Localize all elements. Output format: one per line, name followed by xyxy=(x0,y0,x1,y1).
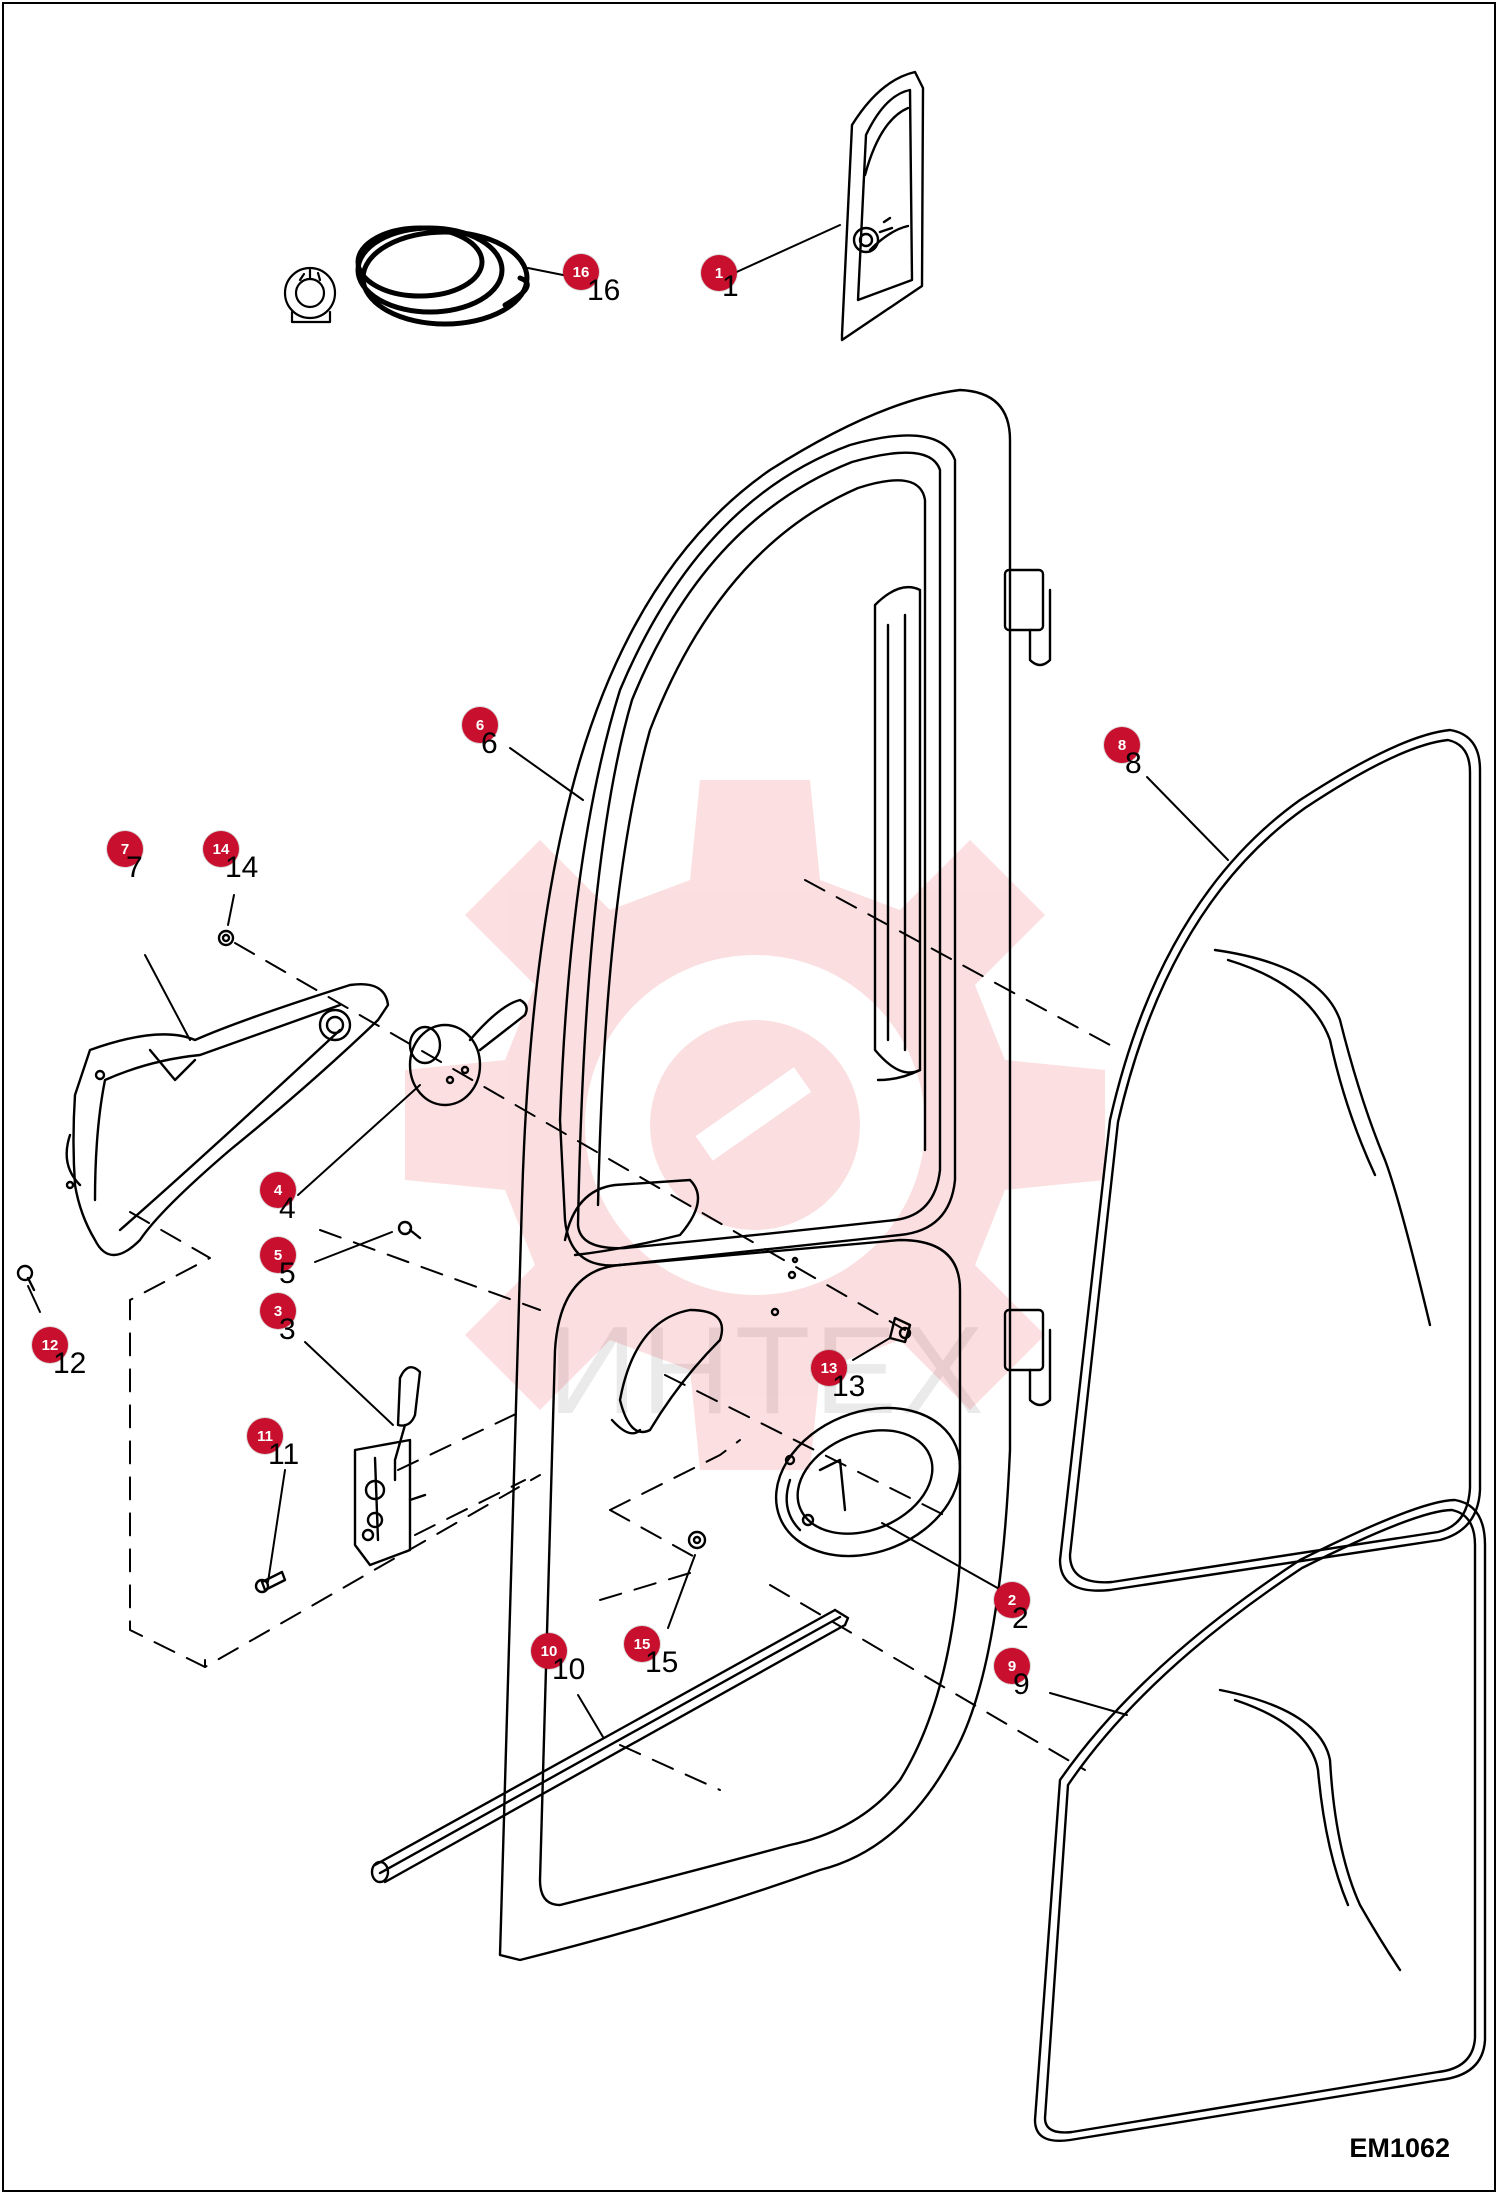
part-label-8: 8 xyxy=(1125,747,1142,780)
part-15-nut xyxy=(687,1530,707,1550)
callout-14: 14 xyxy=(203,831,239,867)
part-7-inner-trim-cover xyxy=(65,983,390,1257)
part-5-screw xyxy=(397,1220,422,1240)
callout-11: 11 xyxy=(247,1418,283,1454)
callout-3: 3 xyxy=(260,1293,296,1329)
callout-6: 6 xyxy=(462,707,498,743)
part-label-4: 4 xyxy=(279,1192,296,1225)
watermark-text: ИНТЕХ xyxy=(548,1300,988,1442)
part-label-6: 6 xyxy=(481,727,498,760)
part-1-door-frame-small xyxy=(840,70,925,342)
part-label-10: 10 xyxy=(552,1653,586,1686)
part-13-bolt xyxy=(888,1316,912,1344)
callout-12: 12 xyxy=(32,1327,68,1363)
part-11-screw xyxy=(254,1570,287,1594)
part-label-9: 9 xyxy=(1013,1668,1030,1701)
part-label-14: 14 xyxy=(225,851,259,884)
part-label-11: 11 xyxy=(268,1438,300,1471)
part-16-rubber-seal-coil xyxy=(355,225,530,327)
callout-5: 5 xyxy=(260,1237,296,1273)
part-8-upper-glass xyxy=(1058,728,1482,1592)
part-9-lower-glass xyxy=(1033,1498,1487,2142)
part-2-outside-handle xyxy=(774,1406,962,1558)
part-12-screw xyxy=(16,1264,36,1292)
part-label-15: 15 xyxy=(645,1646,679,1679)
part-10-glass-channel-strip xyxy=(370,1608,850,1884)
part-3-latch-lever xyxy=(353,1366,427,1567)
drawing-code: EM1062 xyxy=(1349,2133,1450,2163)
callout-1: 1 xyxy=(701,255,737,291)
part-6-main-door xyxy=(498,388,1052,1962)
callout-2: 2 xyxy=(994,1582,1030,1618)
part-label-7: 7 xyxy=(126,851,143,884)
part-label-3: 3 xyxy=(279,1313,296,1346)
callout-4: 4 xyxy=(260,1172,296,1208)
part-label-16: 16 xyxy=(587,274,621,307)
assembly-dashed-lines xyxy=(129,879,1111,1791)
seal-profile-icon xyxy=(283,266,337,324)
part-label-1: 1 xyxy=(722,270,739,303)
part-label-13: 13 xyxy=(832,1370,866,1403)
callout-7: 7 xyxy=(107,831,143,867)
leader-lines xyxy=(27,224,1229,1738)
part-label-12: 12 xyxy=(53,1347,87,1380)
part-label-5: 5 xyxy=(279,1257,296,1290)
callout-9: 9 xyxy=(994,1648,1030,1684)
callout-8: 8 xyxy=(1104,727,1140,763)
callout-10: 10 xyxy=(531,1633,567,1669)
callout-15: 15 xyxy=(624,1626,660,1662)
callout-16: 16 xyxy=(563,254,599,290)
part-label-2: 2 xyxy=(1012,1602,1029,1635)
part-14-nut xyxy=(217,929,235,947)
watermark-gear-logo xyxy=(405,780,1105,1470)
callout-13: 13 xyxy=(811,1350,847,1386)
